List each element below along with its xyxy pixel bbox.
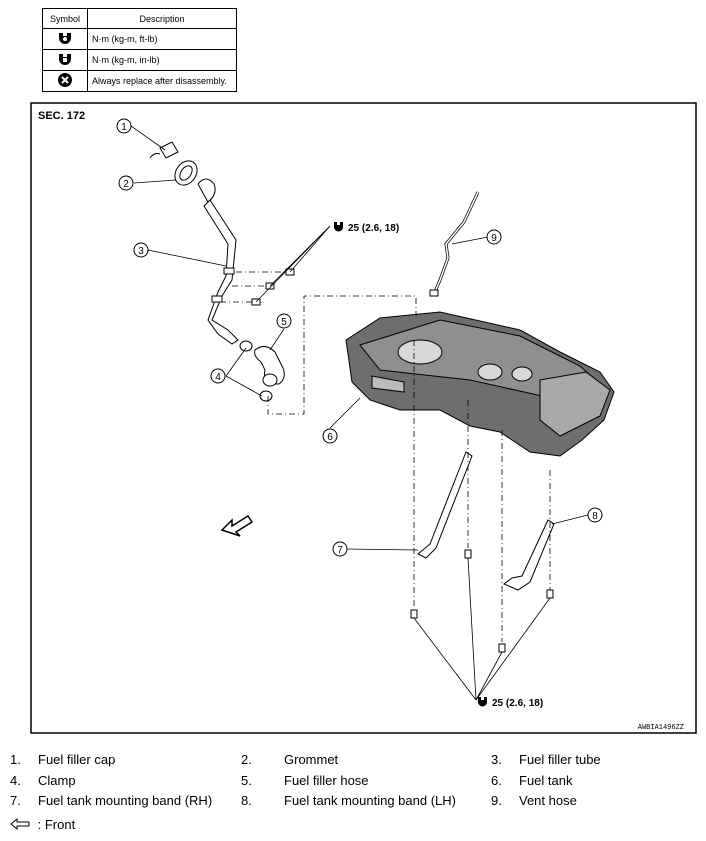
legend-label: Fuel filler hose <box>284 773 369 788</box>
torque-wrench-icon <box>478 697 487 707</box>
svg-text:1: 1 <box>121 122 127 133</box>
legend-label: Vent hose <box>519 793 577 808</box>
torque-wrench-icon <box>42 28 88 50</box>
legend-label: Fuel tank mounting band (RH) <box>38 793 213 808</box>
legend-label: Fuel filler cap <box>38 752 116 767</box>
front-note-text: : Front <box>37 817 76 832</box>
torque-spec-upper: 25 (2.6, 18) <box>334 222 399 234</box>
torque-wrench-small-icon <box>42 49 88 71</box>
symbol-row: N·m (kg-m, in-lb) <box>42 49 237 71</box>
symbol-description: Always replace after disassembly. <box>87 70 237 92</box>
legend-num: 8. <box>241 793 252 808</box>
section-label: SEC. 172 <box>38 110 85 122</box>
legend-label: Fuel tank <box>519 773 573 788</box>
legend-num: 6. <box>491 773 502 788</box>
leader-lines <box>130 125 589 701</box>
svg-text:5: 5 <box>281 317 287 328</box>
legend-label: Clamp <box>38 773 76 788</box>
svg-text:8: 8 <box>592 511 598 522</box>
callout-1: 1 <box>116 118 132 134</box>
fuel-tank-mounting-band-rh <box>417 451 473 559</box>
svg-text:25 (2.6, 18): 25 (2.6, 18) <box>348 223 399 234</box>
svg-text:9: 9 <box>491 233 497 244</box>
svg-text:3: 3 <box>138 246 144 257</box>
legend-label: Fuel tank mounting band (LH) <box>284 793 456 808</box>
svg-text:6: 6 <box>327 432 333 443</box>
symbol-row: Always replace after disassembly. <box>42 70 237 92</box>
callout-5: 5 <box>276 313 292 329</box>
torque-wrench-icon <box>334 222 343 232</box>
legend-item: 3. Fuel filler tube <box>491 752 601 767</box>
fuel-tank-mounting-band-lh <box>503 519 555 591</box>
clamp <box>239 340 273 402</box>
figure-id: AWBIA1496ZZ <box>638 724 684 732</box>
svg-text:25 (2.6, 18): 25 (2.6, 18) <box>492 698 543 709</box>
callout-6: 6 <box>322 428 338 444</box>
grommet <box>174 160 198 186</box>
callout-9: 9 <box>486 229 502 245</box>
callout-7: 7 <box>332 541 348 557</box>
legend-item: 1. Fuel filler cap <box>10 752 115 767</box>
legend-num: 4. <box>10 773 21 788</box>
fuel-tank <box>345 311 615 457</box>
svg-text:7: 7 <box>337 545 343 556</box>
callout-2: 2 <box>118 175 134 191</box>
legend-num: 1. <box>10 752 21 767</box>
front-note: : Front <box>10 817 75 832</box>
callout-3: 3 <box>133 242 149 258</box>
legend-item: 2. Grommet <box>241 752 338 767</box>
callout-4: 4 <box>210 368 226 384</box>
svg-text:2: 2 <box>123 179 129 190</box>
front-arrow-icon <box>10 817 30 831</box>
legend-num: 5. <box>241 773 252 788</box>
legend-label: Grommet <box>284 752 339 767</box>
front-arrow-icon <box>220 514 254 537</box>
always-replace-icon <box>42 70 88 92</box>
legend-num: 9. <box>491 793 502 808</box>
legend-item: 6. Fuel tank <box>491 773 572 788</box>
diagram-frame <box>30 102 697 734</box>
fuel-filler-cap <box>149 141 179 159</box>
legend-label: Fuel filler tube <box>519 752 601 767</box>
svg-text:4: 4 <box>215 372 221 383</box>
legend-item: 5. Fuel filler hose <box>241 773 369 788</box>
legend-item: 7. Fuel tank mounting band (RH) <box>10 793 212 808</box>
fuel-filler-hose <box>254 346 285 387</box>
fuel-filler-tube <box>197 178 239 345</box>
callout-8: 8 <box>587 507 603 523</box>
legend-item: 8. Fuel tank mounting band (LH) <box>241 793 456 808</box>
torque-spec-lower: 25 (2.6, 18) <box>478 697 543 709</box>
fuel-tank-diagram: SEC. 172 <box>30 102 697 734</box>
legend-num: 7. <box>10 793 21 808</box>
legend-num: 2. <box>241 752 252 767</box>
alignment-lines <box>220 271 551 642</box>
symbol-table: Symbol Description N·m (kg-m, ft-lb) N·m… <box>42 8 237 92</box>
legend-item: 9. Vent hose <box>491 793 577 808</box>
legend-item: 4. Clamp <box>10 773 76 788</box>
legend-num: 3. <box>491 752 502 767</box>
